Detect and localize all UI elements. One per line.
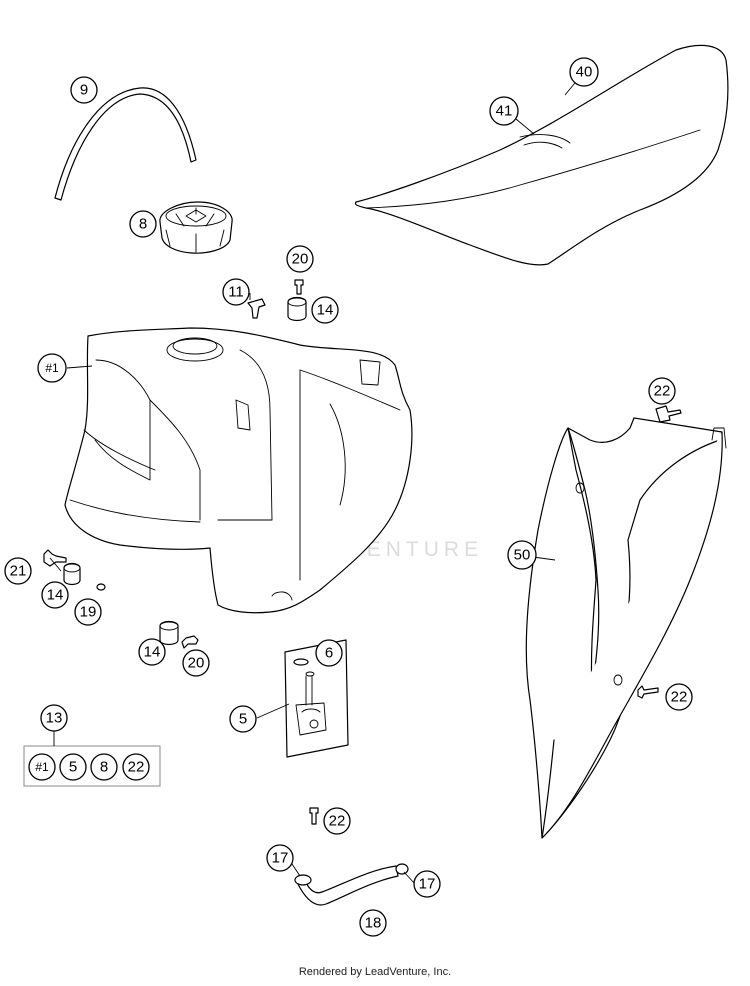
callout-17-right: 17 (413, 870, 441, 898)
svg-text:8: 8 (139, 216, 147, 233)
callout-21: 21 (4, 557, 32, 585)
callout-14-left: 14 (41, 581, 69, 609)
callout-40: 40 (569, 57, 599, 87)
svg-text:17: 17 (272, 850, 289, 867)
svg-text:5: 5 (69, 759, 77, 776)
clamp-part-17-left[interactable] (294, 874, 312, 886)
o-ring-part-6[interactable] (293, 658, 309, 666)
kit-callout-22: 22 (122, 753, 150, 781)
fuel-cap-part-8[interactable] (159, 201, 233, 254)
fuel-tank-part-1[interactable] (64, 327, 413, 614)
svg-text:17: 17 (419, 876, 436, 893)
svg-text:22: 22 (128, 759, 145, 776)
callout-17-left: 17 (266, 844, 294, 872)
fastener-part-11[interactable] (247, 298, 266, 319)
kit-callout-1: #1 (28, 753, 56, 781)
callout-22-right: 22 (665, 683, 693, 711)
screw-part-22-top[interactable] (655, 405, 682, 423)
callout-50: 50 (507, 540, 537, 570)
callout-11: 11 (222, 278, 250, 306)
bushing-part-14-upper[interactable] (287, 296, 307, 322)
svg-text:41: 41 (496, 103, 513, 120)
svg-text:22: 22 (329, 813, 346, 830)
callout-13: 13 (40, 704, 68, 732)
screw-part-21[interactable] (43, 549, 67, 567)
svg-text:6: 6 (325, 645, 333, 662)
kit-callout-8: 8 (90, 753, 118, 781)
leader-lines (49, 71, 585, 885)
callout-22-top: 22 (648, 377, 676, 405)
callout-41: 41 (489, 96, 519, 126)
callout-5: 5 (229, 705, 257, 733)
hose-part-18[interactable] (297, 865, 399, 906)
svg-text:14: 14 (144, 644, 161, 661)
callout-8: 8 (129, 210, 157, 238)
svg-text:14: 14 (317, 302, 334, 319)
screw-part-22-bottom[interactable] (309, 807, 319, 825)
svg-text:9: 9 (80, 82, 88, 99)
hose-part-9[interactable] (54, 87, 197, 201)
kit-callout-5: 5 (59, 753, 87, 781)
svg-text:18: 18 (365, 915, 382, 932)
svg-text:8: 8 (100, 759, 108, 776)
bushing-part-14-lower[interactable] (159, 620, 179, 646)
callout-1: #1 (37, 353, 67, 383)
svg-text:20: 20 (188, 655, 205, 672)
svg-text:13: 13 (46, 710, 63, 727)
seat-part-40[interactable] (354, 44, 729, 266)
callout-18: 18 (359, 909, 387, 937)
callout-20-lower: 20 (182, 649, 210, 677)
bushing-part-14-left[interactable] (63, 562, 81, 586)
callout-14-upper: 14 (311, 296, 339, 324)
screw-part-20-lower[interactable] (181, 635, 199, 649)
svg-text:11: 11 (228, 284, 244, 301)
svg-text:22: 22 (654, 383, 671, 400)
svg-text:21: 21 (10, 563, 27, 580)
svg-text:#1: #1 (45, 361, 59, 375)
footer-credit: Rendered by LeadVenture, Inc. (298, 966, 452, 978)
svg-text:19: 19 (80, 604, 97, 621)
callout-9: 9 (70, 76, 98, 104)
callout-22-bottom: 22 (323, 807, 351, 835)
svg-text:22: 22 (671, 689, 688, 706)
svg-text:#1: #1 (35, 760, 49, 774)
svg-text:40: 40 (576, 64, 593, 81)
svg-text:14: 14 (47, 587, 64, 604)
svg-text:5: 5 (239, 711, 247, 728)
fuel-tap-part-5[interactable] (284, 639, 349, 758)
side-panel-part-50[interactable] (525, 417, 727, 839)
callout-20-upper: 20 (286, 245, 314, 273)
svg-text:20: 20 (292, 251, 309, 268)
clamp-part-17-right[interactable] (395, 863, 409, 875)
screw-part-22-right[interactable] (637, 685, 659, 699)
callout-6: 6 (315, 639, 343, 667)
screw-part-20-upper[interactable] (294, 279, 304, 295)
callout-14-lower: 14 (138, 638, 166, 666)
svg-text:50: 50 (514, 547, 531, 564)
washer-part-19[interactable] (96, 583, 106, 591)
callout-19: 19 (74, 598, 102, 626)
